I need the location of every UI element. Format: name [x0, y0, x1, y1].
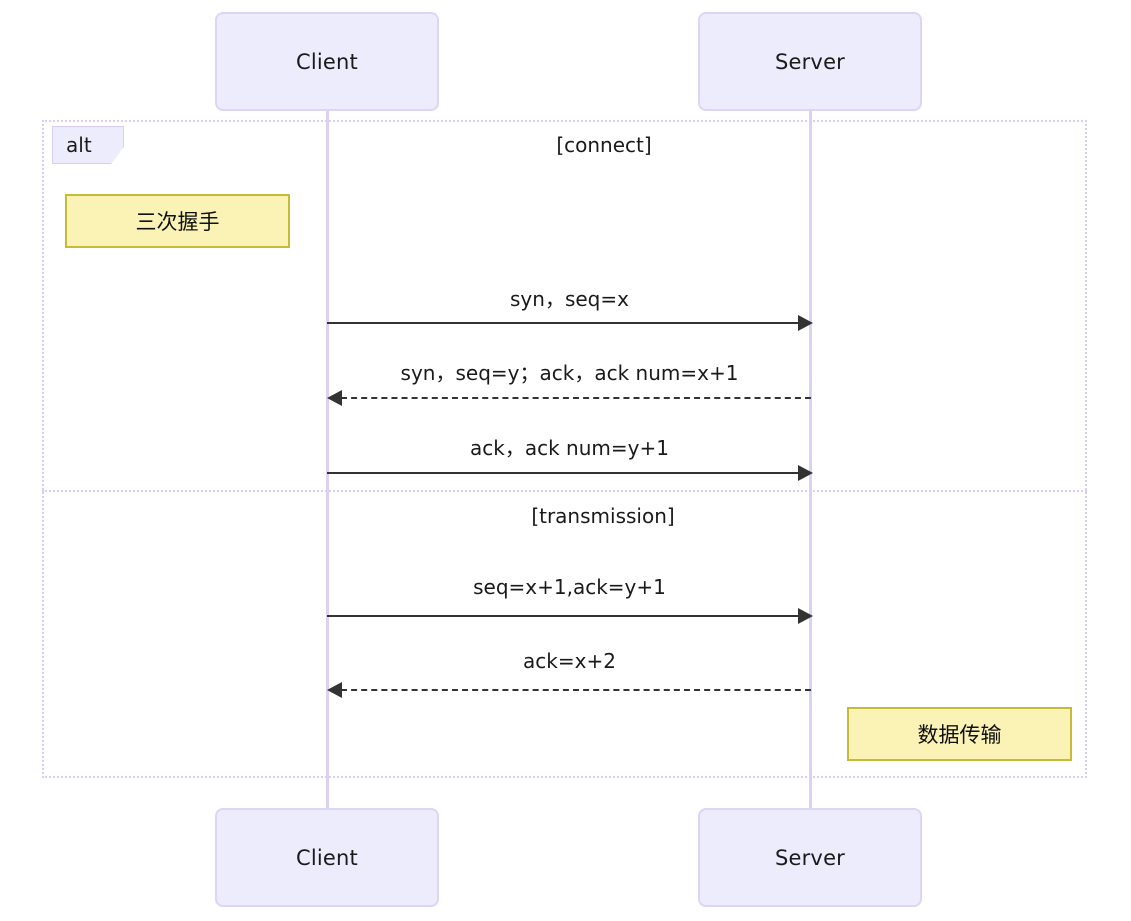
message-line-m3 [327, 472, 800, 474]
message-label-m5: ack=x+2 [523, 649, 616, 673]
note-handshake-label: 三次握手 [135, 210, 220, 234]
participant-server-top[interactable]: Server [698, 12, 922, 111]
message-line-m2 [341, 397, 811, 399]
message-arrowhead-m5 [327, 682, 342, 698]
fragment-condition-transmission: [transmission] [531, 504, 675, 528]
participant-server-top-label: Server [774, 49, 846, 74]
participant-client-top[interactable]: Client [215, 12, 439, 111]
lifeline-client [326, 110, 329, 820]
alt-operator-label: alt [66, 133, 92, 157]
message-line-m5 [341, 689, 811, 691]
message-arrowhead-m4 [798, 608, 813, 624]
message-line-m1 [327, 322, 800, 324]
fragment-condition-connect: [connect] [556, 133, 652, 157]
message-arrowhead-m2 [327, 390, 342, 406]
alt-fragment-frame [42, 120, 1087, 778]
note-transfer-label: 数据传输 [917, 723, 1002, 747]
message-label-m4: seq=x+1,ack=y+1 [473, 575, 666, 599]
participant-client-top-label: Client [296, 49, 358, 74]
message-label-m2: syn，seq=y；ack，ack num=x+1 [400, 361, 739, 385]
alt-fragment-operator-tag: alt [52, 126, 124, 164]
alt-fragment-divider [42, 490, 1087, 492]
message-arrowhead-m1 [798, 315, 813, 331]
participant-client-bottom[interactable]: Client [215, 808, 439, 907]
note-handshake[interactable]: 三次握手 [65, 194, 290, 248]
participant-server-bottom-label: Server [774, 845, 846, 870]
participant-server-bottom[interactable]: Server [698, 808, 922, 907]
message-line-m4 [327, 615, 800, 617]
message-arrowhead-m3 [798, 465, 813, 481]
note-transfer[interactable]: 数据传输 [847, 707, 1072, 761]
participant-client-bottom-label: Client [296, 845, 358, 870]
message-label-m1: syn，seq=x [510, 287, 629, 311]
message-label-m3: ack，ack num=y+1 [470, 436, 669, 460]
